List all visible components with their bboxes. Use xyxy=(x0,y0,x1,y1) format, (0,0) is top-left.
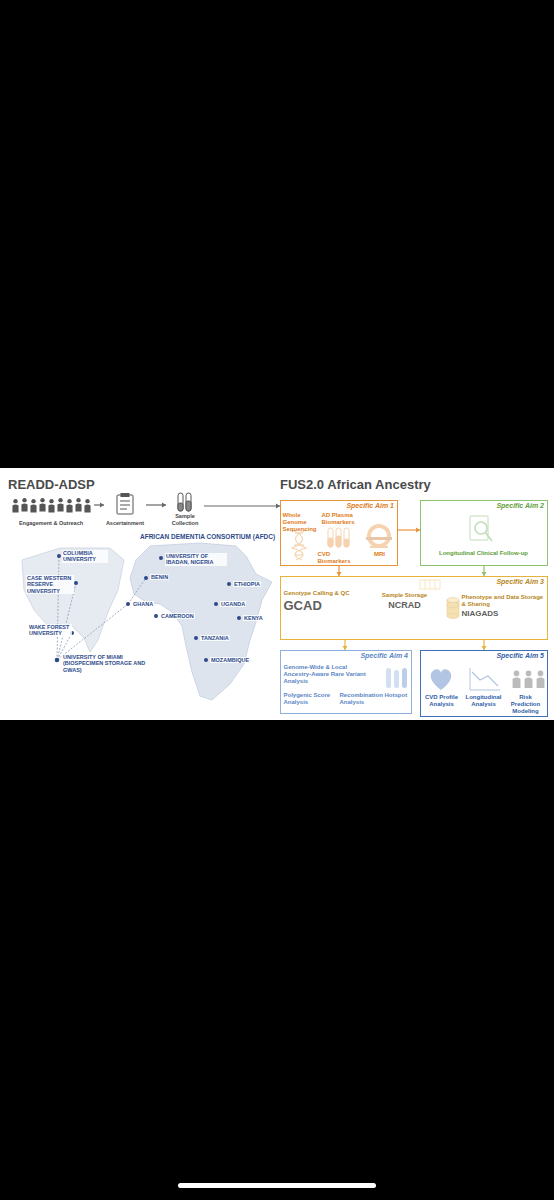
aim-item: CVD Profile Analysis xyxy=(422,694,462,708)
dashed-links xyxy=(57,556,146,660)
aim-item: Phenotype and Data Storage & SharingNIAG… xyxy=(462,594,544,619)
node-text: Ascertainment xyxy=(106,520,144,526)
connector xyxy=(204,505,280,506)
site-label: UGANDA xyxy=(220,601,246,607)
aim-item: CVD Biomarkers xyxy=(318,551,364,565)
aim-heading: Specific Aim 5 xyxy=(421,651,547,660)
node-text: Whole Genome Sequencing xyxy=(283,512,319,534)
node-text: Engagement & Outreach xyxy=(19,520,83,526)
site-label: WAKE FOREST UNIVERSITY xyxy=(28,624,72,637)
node-text: MRI xyxy=(368,551,392,558)
aim-item: Recombination Hotspot Analysis xyxy=(340,692,408,706)
site-label: KENYA xyxy=(243,615,264,621)
aim-item: Whole Genome Sequencing xyxy=(283,512,319,534)
site-dots xyxy=(55,554,241,662)
aim-heading: Specific Aim 1 xyxy=(281,501,397,510)
node-text: Longitudinal Analysis xyxy=(464,694,504,708)
node-text: Sample Storage xyxy=(370,592,440,599)
aim-heading: Specific Aim 4 xyxy=(281,651,411,660)
site-label: TANZANIA xyxy=(200,635,230,641)
map-title: AFRICAN DEMENTIA CONSORTIUM (AFDC) xyxy=(140,533,275,540)
node-text: Recombination Hotspot Analysis xyxy=(340,692,408,706)
arrow-head xyxy=(162,503,166,508)
aim-item: AD Plasma Biomarkers xyxy=(322,512,364,526)
aim-item: Sample StorageNCRAD xyxy=(370,592,440,611)
aim-item: Polygenic Score Analysis xyxy=(284,692,336,706)
site-label: COLUMBIA UNIVERSITY xyxy=(62,550,108,563)
node-text: CVD Biomarkers xyxy=(318,551,364,565)
us-map xyxy=(22,548,124,652)
aim-item: Longitudinal Clinical Follow-up xyxy=(426,550,542,557)
panel-title: FUS2.0 African Ancestry xyxy=(280,478,431,493)
node-text: Phenotype and Data Storage & Sharing xyxy=(462,594,544,608)
aim-item: Longitudinal Analysis xyxy=(464,694,504,708)
site-label: CAMEROON xyxy=(160,613,195,619)
aim-item: Risk Prediction Modeling xyxy=(506,694,546,716)
arrow-head xyxy=(100,503,104,508)
icon-step: Engagement & Outreach xyxy=(8,494,94,526)
panel-title: READD-ADSP xyxy=(8,478,95,493)
site-label: CASE WESTERN RESERVE UNIVERSITY xyxy=(26,575,74,594)
aim-item: Genome-Wide & Local Ancestry-Aware Rare … xyxy=(284,664,376,686)
node-text: Polygenic Score Analysis xyxy=(284,692,336,706)
node-text: Genotype Calling & QC xyxy=(284,590,364,597)
logo-text: NCRAD xyxy=(370,601,440,611)
site-label: BENIN xyxy=(150,574,169,580)
people-icon xyxy=(12,498,90,513)
node-text: Risk Prediction Modeling xyxy=(506,694,546,716)
site-label: ETHIOPIA xyxy=(233,581,261,587)
aim-box: Specific Aim 4 Genome-Wide & Local Ancest… xyxy=(280,650,412,714)
aim-box: Specific Aim 3 Genotype Calling & QC GCAD S… xyxy=(280,576,548,640)
logo-text: NIAGADS xyxy=(462,610,544,619)
clipboard-icon xyxy=(117,494,133,515)
aim-heading: Specific Aim 2 xyxy=(421,501,547,510)
aim-item: Genotype Calling & QC GCAD xyxy=(284,590,364,613)
home-indicator xyxy=(178,1183,376,1188)
aim-item: MRI xyxy=(368,551,392,558)
tube-icon xyxy=(178,493,191,511)
site-label: UNIVERSITY OF IBADAN, NIGERIA xyxy=(165,553,227,566)
aim-box: Specific Aim 5 CVD Profile AnalysisLongit… xyxy=(420,650,548,717)
aim-box: Specific Aim 2 Longitudinal Clinical Foll… xyxy=(420,500,548,566)
aim-box: Specific Aim 1 Whole Genome SequencingAD … xyxy=(280,500,398,566)
site-label: UNIVERSITY OF MIAMI (BIOSPECIMEN STORAGE… xyxy=(62,654,164,673)
node-text: Longitudinal Clinical Follow-up xyxy=(426,550,542,557)
africa-map xyxy=(130,543,272,700)
node-text: Sample Collection xyxy=(166,513,204,526)
site-label: MOZAMBIQUE xyxy=(210,657,250,663)
icon-step: Sample Collection xyxy=(166,492,204,526)
logo-text: GCAD xyxy=(284,599,364,613)
site-label: GHANA xyxy=(132,601,154,607)
node-text: Genome-Wide & Local Ancestry-Aware Rare … xyxy=(284,664,376,686)
node-text: AD Plasma Biomarkers xyxy=(322,512,364,526)
aim-heading: Specific Aim 3 xyxy=(281,577,547,586)
icon-step: Ascertainment xyxy=(104,494,146,526)
node-text: CVD Profile Analysis xyxy=(422,694,462,708)
